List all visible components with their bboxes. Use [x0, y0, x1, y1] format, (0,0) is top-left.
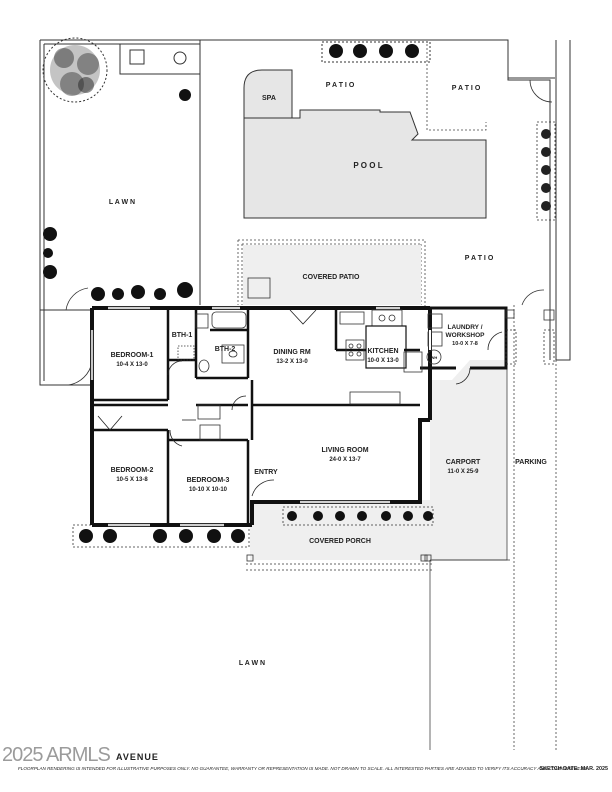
disclaimer: FLOORPLAN RENDERING IS INTENDED FOR ILLU…: [18, 766, 588, 771]
interior-walls: [92, 308, 420, 525]
kitchen-name: KITCHEN: [367, 348, 398, 355]
bedroom1-name: BEDROOM-1: [111, 352, 154, 359]
patio-top-right-label: P A T I O: [452, 85, 481, 92]
parking-label: PARKING: [515, 459, 547, 466]
pool-label: P O O L: [353, 161, 382, 170]
windows: [90, 306, 432, 527]
kitchen-fixtures: [339, 309, 443, 405]
fence-posts: [505, 309, 555, 365]
footer: 2025 ARMLS AVENUE FLOORPLAN RENDERING IS…: [2, 744, 609, 772]
pool: [243, 109, 487, 219]
window-frames: [91, 307, 400, 526]
laundry-size: 10-0 X 7-8: [452, 341, 478, 347]
patio-right-label: P A T I O: [465, 255, 494, 262]
carport-name: CARPORT: [446, 459, 481, 466]
laundry-name-2: WORKSHOP: [446, 332, 486, 339]
bath2-name: BTH-2: [215, 346, 236, 353]
right-planter: [536, 121, 556, 221]
dining-name: DINING RM: [273, 349, 311, 356]
laundry-name-1: LAUNDRY /: [447, 324, 482, 331]
entry-label: ENTRY: [254, 469, 278, 476]
tree-icon: [42, 37, 108, 103]
bedroom1-size: 10-4 X 13-0: [116, 362, 148, 368]
patio-outlines: [237, 44, 487, 310]
living-name: LIVING ROOM: [321, 447, 368, 454]
lawn-front-label: L A W N: [239, 660, 265, 667]
brand-watermark: 2025 ARMLS: [2, 744, 111, 766]
door-swings: [97, 309, 503, 497]
street-label: AVENUE: [116, 752, 159, 762]
spa-label: SPA: [262, 95, 276, 102]
spa: [243, 69, 293, 119]
kitchen-size: 10-0 X 13-0: [367, 358, 399, 364]
sketch-date: SKETCH DATE: MAR. 2025: [539, 766, 609, 772]
porch-posts: [246, 554, 510, 571]
bedroom2-name: BEDROOM-2: [111, 467, 154, 474]
covered-patio-area: [243, 245, 421, 305]
bedroom2-size: 10-5 X 13-8: [116, 477, 148, 483]
water-heater-label: WH: [431, 355, 438, 360]
bedroom3-size: 10-10 X 10-10: [189, 487, 228, 493]
shrubs: [43, 44, 419, 543]
planter-boxes: [119, 41, 431, 75]
bath-fixtures: [177, 311, 247, 441]
labels: SPA P O O L P A T I O P A T I O P A T I …: [109, 82, 548, 667]
patio-top-label: P A T I O: [326, 82, 355, 89]
yard-walls: [39, 39, 571, 386]
dining-size: 13-2 X 13-0: [276, 359, 308, 365]
carport-area: [250, 305, 557, 750]
bath1-name: BTH-1: [172, 332, 193, 339]
living-size: 24-0 X 13-7: [329, 457, 361, 463]
covered-porch-label: COVERED PORCH: [309, 538, 371, 545]
street-name: AVENUE: [18, 752, 608, 762]
covered-patio-label: COVERED PATIO: [303, 274, 360, 281]
house-walls: [90, 306, 432, 527]
lawn-back-label: L A W N: [109, 199, 135, 206]
bedroom3-name: BEDROOM-3: [187, 477, 230, 484]
carport-size: 11-0 X 25-9: [447, 469, 479, 475]
